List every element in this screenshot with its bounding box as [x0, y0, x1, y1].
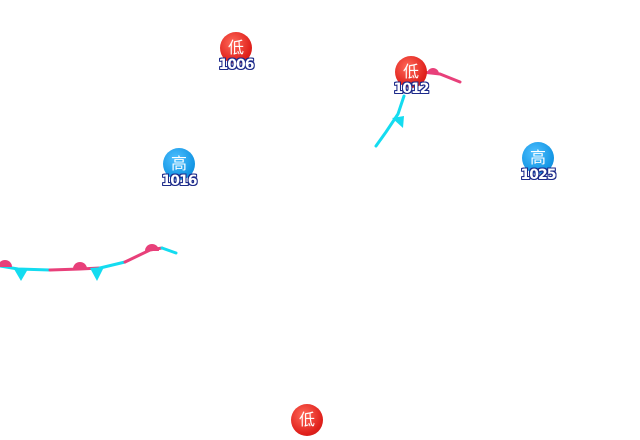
stationary-front-cold-segment	[98, 260, 127, 270]
warm-front-semicircle	[145, 244, 159, 251]
cold-front-triangle	[392, 116, 404, 128]
low-symbol: 低	[220, 32, 252, 64]
warm-front-semicircle	[73, 262, 87, 269]
pressure-label: 1016	[161, 173, 198, 189]
high-symbol: 高	[522, 142, 554, 174]
cold-front-triangle	[90, 267, 104, 281]
warm-front-semicircle	[427, 68, 439, 74]
cold-front-triangle	[14, 269, 28, 281]
stationary-front-cold-segment	[160, 246, 178, 255]
high-pressure-center[interactable]: 高 1016	[149, 148, 209, 189]
low-symbol: 低	[291, 404, 323, 436]
pressure-label: 1012	[393, 81, 430, 97]
low-pressure-center[interactable]: 低 1012	[381, 56, 441, 97]
low-pressure-center[interactable]: 低	[277, 404, 337, 436]
fronts-layer	[0, 68, 462, 281]
warm-front-semicircle	[0, 260, 12, 267]
pressure-label: 1006	[218, 57, 255, 73]
low-pressure-center[interactable]: 低 1006	[206, 32, 266, 73]
high-symbol: 高	[163, 148, 195, 180]
cold-front-line	[374, 94, 406, 148]
low-symbol: 低	[395, 56, 427, 88]
high-pressure-center[interactable]: 高 1025	[508, 142, 568, 183]
pressure-label: 1025	[520, 167, 557, 183]
